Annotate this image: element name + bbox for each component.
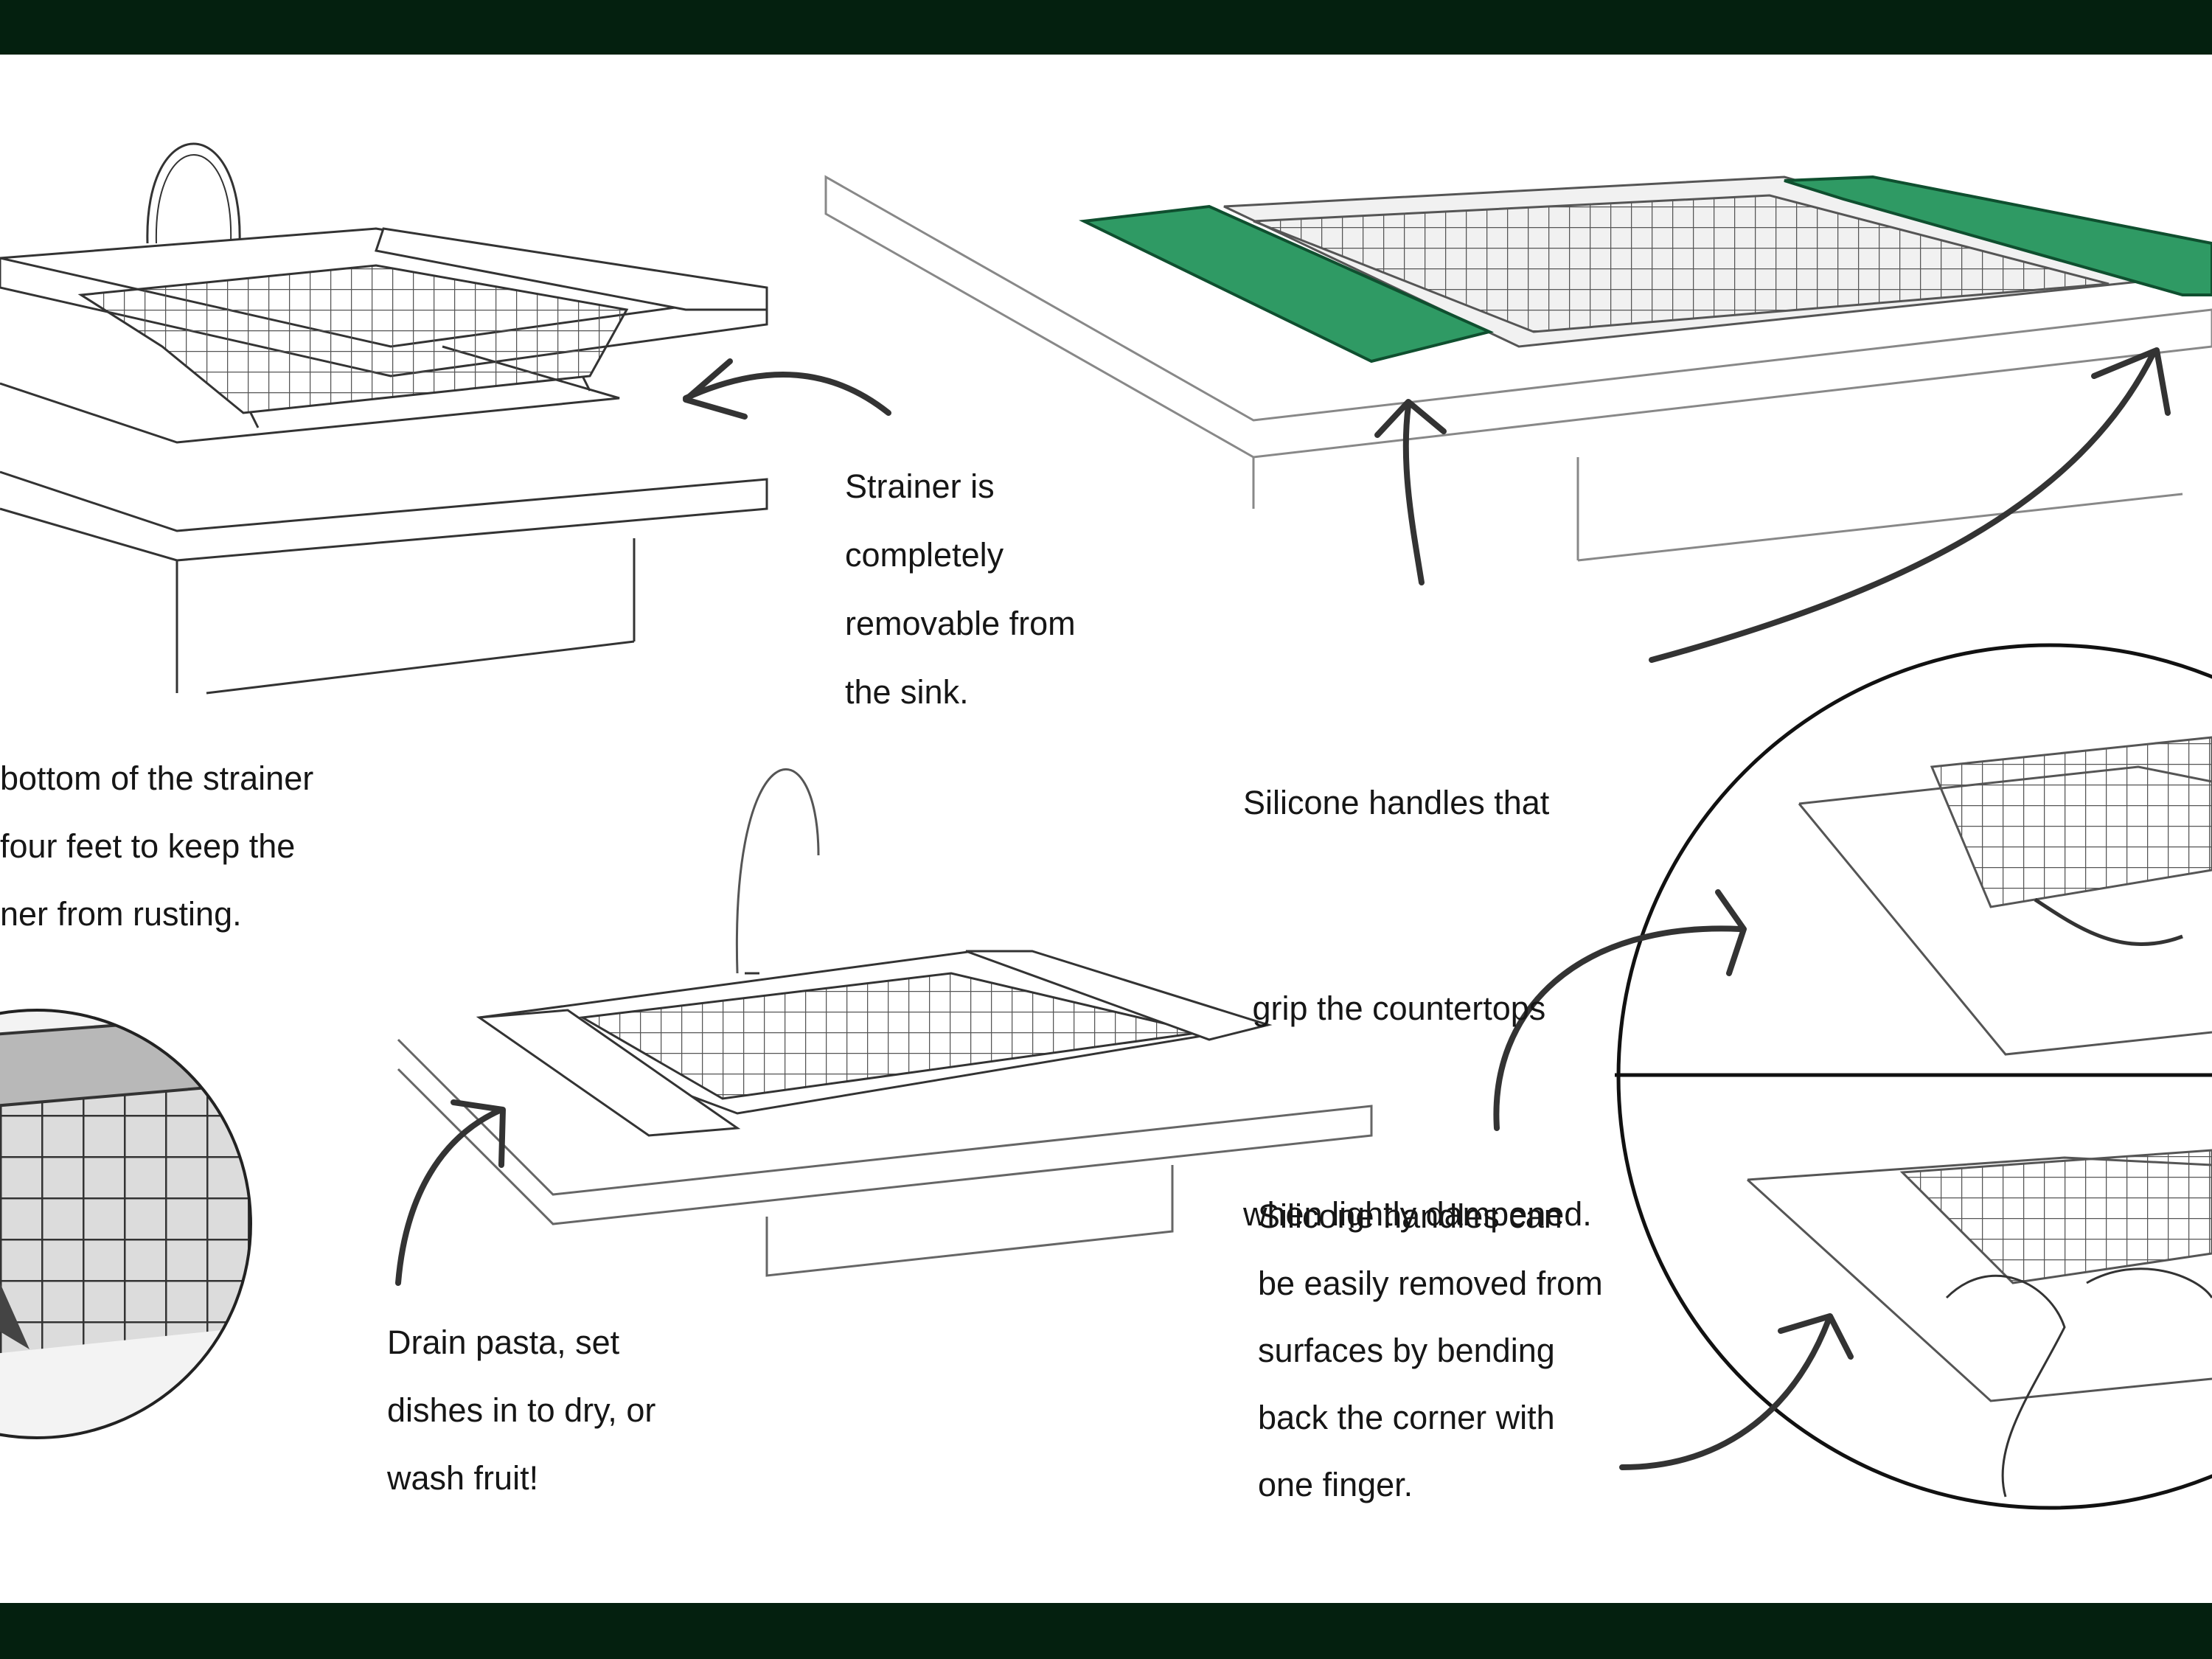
note-line: Drain pasta, set <box>387 1324 620 1361</box>
note-uses: Drain pasta, set dishes in to dry, or wa… <box>387 1309 655 1512</box>
note-line: the sink. <box>845 673 969 711</box>
sketch-strainer-green-handles <box>824 175 2212 562</box>
counter-top <box>397 1038 1373 1225</box>
arrow-in-sink <box>395 1099 506 1286</box>
callout-arrows <box>395 347 2171 1470</box>
note-line: ner from rusting. <box>0 895 242 933</box>
note-line: when lightly dampened. <box>1243 1195 1592 1233</box>
detail-circle-handles <box>1615 643 2212 1510</box>
arrow-removable <box>683 358 891 420</box>
top-frame-bar <box>0 0 2212 55</box>
note-handles-grip: Silicone handles that grip the counterto… <box>1243 631 1592 1317</box>
handle-green-left <box>1078 204 1495 364</box>
strainer-basket <box>77 264 629 414</box>
note-handles-remove: Silicone handles can be easily removed f… <box>1258 1183 1603 1518</box>
note-line: Silicone handles can <box>1258 1197 1562 1235</box>
note-line: be easily removed from <box>1258 1265 1603 1302</box>
strainer-handle-right <box>965 950 1273 1041</box>
strainer-handle-right <box>375 227 768 311</box>
note-removable: Strainer is completely removable from th… <box>845 452 1076 726</box>
finger-sketch <box>1945 1274 2066 1498</box>
bottom-frame-bar <box>0 1603 2212 1659</box>
note-line: completely <box>845 536 1004 574</box>
detail-circle-feet <box>0 1009 252 1439</box>
arrow-handle-bend-top <box>1493 889 1747 1131</box>
note-line: Silicone handles that <box>1243 784 1550 821</box>
note-line: back the corner with <box>1258 1399 1555 1436</box>
counter-top <box>0 470 768 562</box>
note-line: removable from <box>845 605 1076 642</box>
note-feet: bottom of the strainer four feet to keep… <box>0 745 313 948</box>
arrow-handle-left <box>1374 399 1447 585</box>
strainer-handle-left <box>476 1009 741 1137</box>
sketch-strainer-in-sink <box>397 768 1373 1277</box>
note-line: one finger. <box>1258 1466 1413 1503</box>
faucet-outline <box>735 768 820 974</box>
note-line: wash fruit! <box>387 1459 539 1497</box>
note-line: bottom of the strainer <box>0 759 314 797</box>
note-line: four feet to keep the <box>0 827 296 865</box>
arrow-handle-right <box>1649 347 2171 663</box>
note-line: grip the countertops <box>1243 990 1546 1027</box>
arrow-handle-bend-bottom <box>1619 1313 1854 1470</box>
sketch-strainer-lifted <box>0 142 768 695</box>
note-line: Strainer is <box>845 467 995 505</box>
handle-green-right <box>1784 175 2212 296</box>
faucet-outline <box>146 142 241 244</box>
note-line: surfaces by bending <box>1258 1332 1555 1369</box>
note-line: dishes in to dry, or <box>387 1391 656 1429</box>
